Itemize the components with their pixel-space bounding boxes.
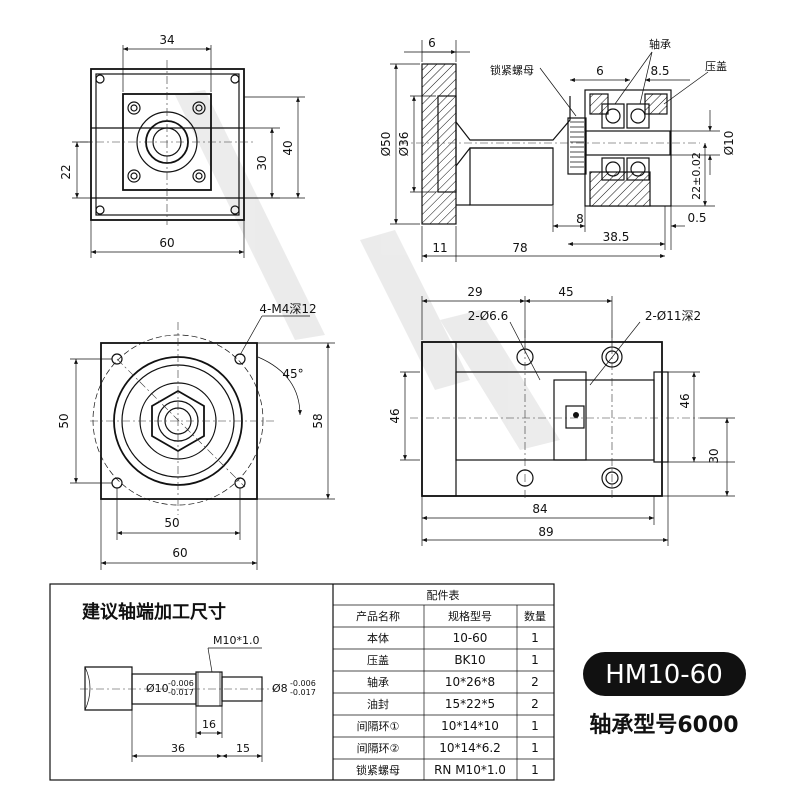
dim-50-bottom: 50 [164, 516, 179, 530]
watermark [175, 90, 560, 450]
table-row: 锁紧螺母 RN M10*1.0 1 [356, 763, 539, 777]
parts-table-title: 配件表 [427, 588, 460, 602]
shaft-end-drawing [80, 647, 275, 762]
table-cell: RN M10*1.0 [434, 763, 506, 777]
top-right-view [390, 40, 720, 262]
model-name: HM10-60 [605, 660, 723, 690]
table-cell: 油封 [367, 697, 389, 711]
dim-22-tol: 22±0.02 [690, 152, 703, 200]
dim-84: 84 [532, 502, 547, 516]
parts-table [333, 604, 554, 780]
dim-30-right: 30 [707, 448, 721, 463]
dim-phi50: Ø50 [379, 132, 393, 157]
table-cell: 压盖 [367, 653, 389, 667]
bottom-panel-frame [49, 583, 555, 781]
label-lock-nut: 锁紧螺母 [490, 63, 534, 77]
dim-0.5: 0.5 [687, 211, 706, 225]
shaft-panel-title: 建议轴端加工尺寸 [82, 601, 226, 623]
dim-2-phi6.6: 2-Ø6.6 [468, 309, 509, 323]
shaft-phi10: Ø10 [146, 682, 169, 695]
table-cell: 1 [531, 653, 539, 667]
parts-table-header: 产品名称 [356, 609, 400, 623]
dim-phi10: Ø10 [722, 131, 736, 156]
label-gland: 压盖 [705, 59, 727, 73]
table-cell: 间隔环① [357, 720, 400, 733]
table-cell: 15*22*5 [445, 697, 495, 711]
dim-phi36: Ø36 [397, 132, 411, 157]
dim-60-top: 60 [159, 236, 174, 250]
model-badge [583, 652, 746, 696]
dim-6-top: 6 [428, 36, 436, 50]
table-row: 间隔环① 10*14*10 1 [357, 719, 539, 733]
dim-60-bottom: 60 [172, 546, 187, 560]
dim-34: 34 [159, 33, 174, 47]
dim-30: 30 [255, 155, 269, 170]
dim-29: 29 [467, 285, 482, 299]
table-cell: 2 [531, 675, 539, 689]
dim-45deg: 45° [282, 367, 303, 381]
dim-46-right: 46 [678, 393, 692, 408]
dim-38.5: 38.5 [603, 230, 630, 244]
table-cell: 1 [531, 741, 539, 755]
dim-22: 22 [59, 164, 73, 179]
table-cell: 1 [531, 763, 539, 777]
table-cell: 间隔环② [357, 742, 400, 755]
table-row: 本体 10-60 1 [367, 631, 539, 645]
table-cell: 10*14*10 [441, 719, 499, 733]
table-cell: 本体 [367, 631, 389, 645]
dim-4-m4: 4-M4深12 [259, 302, 316, 316]
table-cell: 10-60 [453, 631, 488, 645]
table-cell: 10*14*6.2 [439, 741, 501, 755]
dim-11: 11 [432, 241, 447, 255]
table-cell: 1 [531, 719, 539, 733]
shaft-d15: 15 [236, 742, 250, 755]
dim-46-left: 46 [388, 408, 402, 423]
dim-58: 58 [311, 413, 325, 428]
mid-right-view [400, 296, 735, 546]
table-cell: 2 [531, 697, 539, 711]
table-cell: BK10 [454, 653, 485, 667]
shaft-tol8-dn: -0.017 [290, 688, 316, 697]
parts-table-header: 数量 [524, 610, 546, 623]
table-row: 轴承 10*26*8 2 [367, 675, 539, 689]
dim-2-phi11: 2-Ø11深2 [645, 309, 701, 323]
dim-45: 45 [558, 285, 573, 299]
top-left-view [72, 45, 305, 258]
table-cell: 轴承 [367, 675, 389, 689]
dim-6-mid: 6 [596, 64, 604, 78]
shaft-tol8-up: -0.006 [290, 679, 316, 688]
dim-8: 8 [576, 212, 584, 226]
label-bearing: 轴承 [649, 37, 671, 51]
table-cell: 10*26*8 [445, 675, 495, 689]
table-row: 压盖 BK10 1 [367, 653, 539, 667]
bearing-model: 轴承型号6000 [589, 712, 738, 738]
table-row: 间隔环② 10*14*6.2 1 [357, 741, 539, 755]
dim-50-left: 50 [57, 413, 71, 428]
table-cell: 1 [531, 631, 539, 645]
shaft-d16: 16 [202, 718, 216, 731]
shaft-thread: M10*1.0 [213, 634, 259, 647]
table-row: 油封 15*22*5 2 [367, 697, 539, 711]
dim-78: 78 [512, 241, 527, 255]
shaft-d36: 36 [171, 742, 185, 755]
shaft-tol10-up: -0.006 [168, 679, 194, 688]
dim-40: 40 [281, 140, 295, 155]
shaft-phi8: Ø8 [272, 682, 288, 695]
table-cell: 锁紧螺母 [356, 763, 400, 777]
dim-8.5: 8.5 [650, 64, 669, 78]
parts-table-header: 规格型号 [448, 609, 492, 623]
dim-89: 89 [538, 525, 553, 539]
shaft-tol10-dn: -0.017 [168, 688, 194, 697]
mid-left-view [70, 315, 335, 570]
